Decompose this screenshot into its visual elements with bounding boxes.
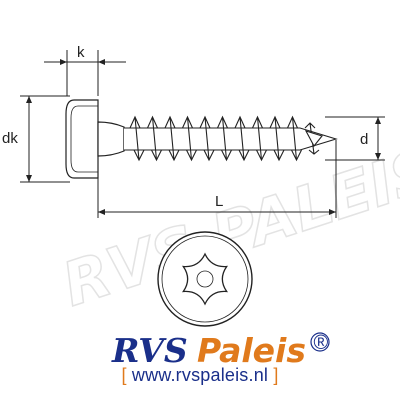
url-text: www.rvspaleis.nl: [131, 365, 269, 385]
dimension-dk: [20, 95, 70, 183]
url-bracket-open: [: [121, 365, 127, 385]
dimension-k: [44, 50, 126, 96]
torx-head-icon: [181, 252, 229, 306]
screw-neck: [97, 121, 125, 157]
screw-head-inner: [70, 105, 98, 173]
website-url: [ www.rvspaleis.nl ]: [0, 365, 400, 386]
dimension-d: [325, 116, 385, 161]
brand-rvs: RVS: [111, 331, 188, 370]
brand-paleis: Paleis: [197, 331, 306, 370]
screw-side-view: [65, 99, 125, 179]
screw-thread: [124, 115, 338, 162]
registered-mark: ®: [314, 332, 329, 354]
label-L: L: [215, 193, 223, 210]
brand-logo: RVS Paleis ®: [111, 331, 330, 370]
label-d: d: [360, 131, 368, 148]
dimension-L: [97, 140, 337, 218]
torx-head-view: [157, 231, 253, 327]
url-bracket-close: ]: [273, 365, 279, 385]
label-dk: dk: [2, 130, 18, 147]
screw-head: [65, 99, 99, 179]
label-k: k: [77, 44, 85, 61]
registered-mark-ring: [310, 332, 330, 352]
